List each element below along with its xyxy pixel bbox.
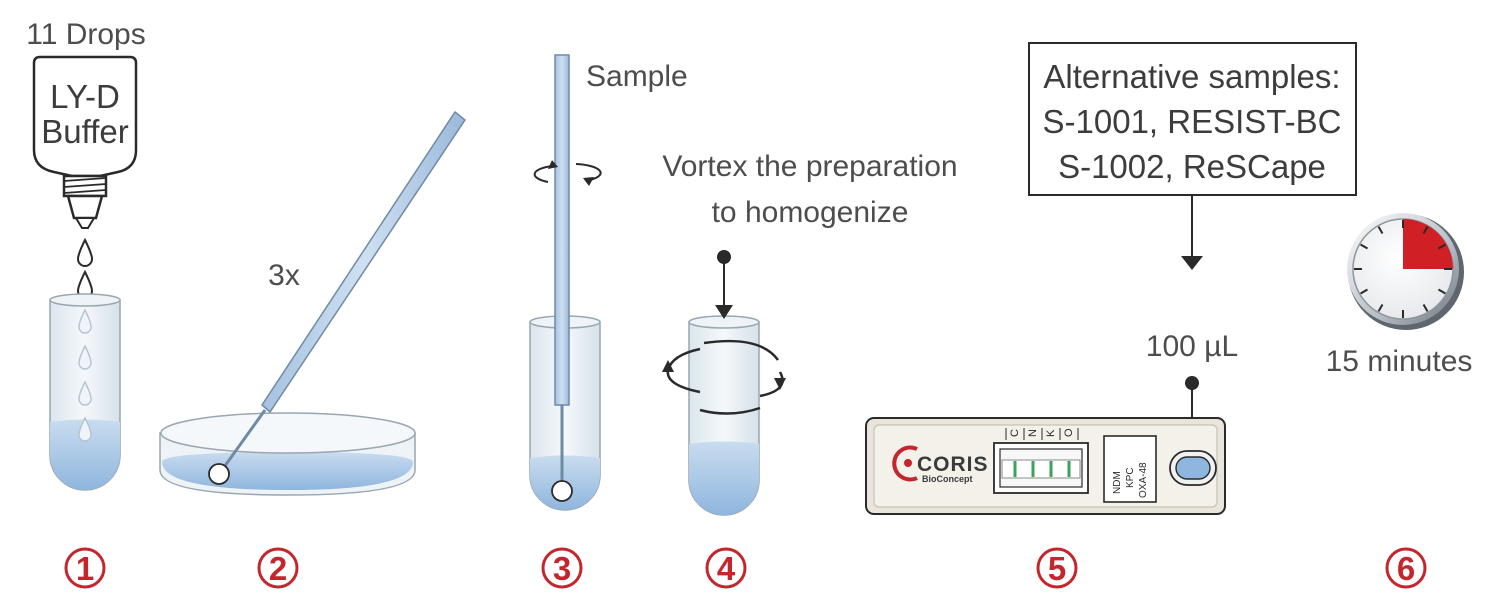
vortex-tube — [688, 315, 760, 516]
falling-drops — [76, 237, 94, 299]
timer-ticks — [1354, 220, 1452, 318]
buffer-tube — [49, 293, 121, 491]
vortex-line1: Vortex the preparation — [662, 150, 957, 183]
strip-window: C N K O — [993, 428, 1089, 494]
step4-illustration: Vortex the preparation to homogenize — [662, 150, 958, 516]
drops-label: 11 Drops — [26, 18, 146, 51]
swab-step3 — [551, 54, 573, 502]
bottle-label-line1: LY-D — [50, 78, 120, 115]
step-badge-4: 4 — [705, 547, 747, 589]
timer-tick — [1377, 304, 1384, 312]
step5-illustration: 100 µL CORIS BioConcept — [865, 330, 1238, 515]
strip-letter: K — [1045, 429, 1057, 437]
step-badge-2: 2 — [257, 547, 299, 589]
down-arrow-icon — [1181, 195, 1203, 270]
strip-letter: C — [1009, 429, 1021, 437]
down-arrow-icon — [715, 250, 733, 319]
step-number: 4 — [717, 550, 736, 587]
timer-tick — [1360, 243, 1368, 250]
strip-letters: C N K O — [1009, 428, 1075, 437]
swab-step2 — [208, 110, 467, 485]
target-kpc: KPC — [1125, 467, 1136, 488]
time-label: 15 minutes — [1326, 345, 1473, 378]
step3-illustration: Sample — [529, 54, 688, 511]
timer-tick — [1438, 243, 1446, 250]
step-badge-5: 5 — [1036, 547, 1078, 589]
target-ndm: NDM — [1112, 471, 1123, 494]
step-number: 3 — [553, 550, 571, 587]
sample-well — [1169, 450, 1217, 486]
dropper-bottle: LY-D Buffer — [32, 55, 138, 229]
strip-letter: O — [1063, 428, 1075, 437]
target-oxa: OXA-48 — [1138, 462, 1149, 498]
timer-icon — [1347, 213, 1464, 330]
repeat-label: 3x — [268, 259, 300, 292]
alt-line2: S-1001, RESIST-BC — [1043, 103, 1342, 140]
rotate-icon — [533, 160, 602, 186]
timer-tick — [1422, 226, 1429, 234]
step-numbers: 1 2 3 4 5 6 — [64, 547, 1427, 589]
sample-label: Sample — [586, 60, 688, 93]
vortex-line2: to homogenize — [712, 196, 909, 229]
timer-tick — [1377, 226, 1384, 234]
timer-tick — [1360, 288, 1368, 295]
petri-dish — [159, 412, 416, 496]
step1-illustration: 11 Drops LY-D Buffer — [26, 18, 146, 491]
brand-sub: BioConcept — [922, 474, 973, 484]
timer-elapsed-wedge — [1403, 219, 1453, 269]
step-number: 2 — [269, 550, 287, 587]
step-number: 5 — [1048, 550, 1066, 587]
test-cassette: CORIS BioConcept C N K O — [865, 417, 1226, 515]
alt-line1: Alternative samples: — [1043, 58, 1340, 95]
step-number: 1 — [76, 550, 94, 587]
step-badge-6: 6 — [1385, 547, 1427, 589]
alt-line3: S-1002, ReSCape — [1058, 148, 1326, 185]
step2-illustration: 3x — [159, 110, 467, 496]
step-badge-1: 1 — [64, 547, 106, 589]
target-labels: NDM KPC OXA-48 — [1103, 435, 1157, 503]
volume-label: 100 µL — [1146, 330, 1238, 363]
coris-logo: CORIS BioConcept — [892, 445, 989, 484]
step6-illustration: 15 minutes — [1326, 213, 1473, 378]
timer-tick — [1422, 304, 1429, 312]
step-number: 6 — [1397, 550, 1415, 587]
bottle-label-line2: Buffer — [41, 113, 128, 150]
timer-tick — [1438, 288, 1446, 295]
rotate-icon — [662, 339, 786, 415]
strip-letter: N — [1027, 429, 1039, 437]
alternative-samples-box: Alternative samples: S-1001, RESIST-BC S… — [1028, 42, 1357, 270]
brand-name: CORIS — [917, 453, 989, 476]
step-badge-3: 3 — [541, 547, 583, 589]
